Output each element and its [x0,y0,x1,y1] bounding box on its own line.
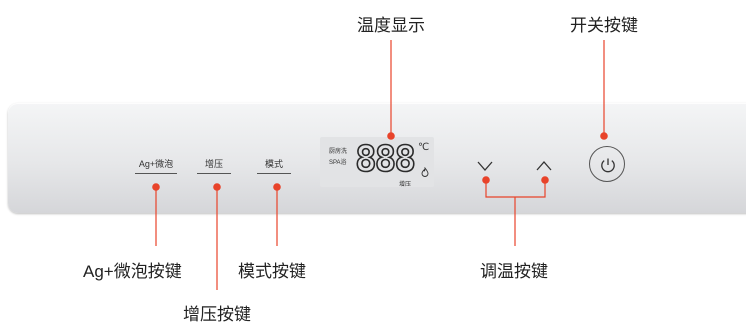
callout-dot-ag [152,183,160,191]
callout-dot-boost [213,183,221,191]
callout-mode: 模式按键 [238,262,306,281]
callout-dot-temp-up [541,176,549,184]
callout-temp-display: 温度显示 [357,16,425,35]
celsius-unit: ℃ [418,142,430,153]
ag-button-underline [135,173,177,174]
temperature-display [320,137,434,187]
callout-dot-mode [273,183,281,191]
callout-dot-temp-down [482,176,490,184]
callout-dot-power [600,132,608,140]
callout-power: 开关按键 [570,16,638,35]
mode-kitchen-indicator: 厨房洗 [329,149,348,155]
mode-spa-indicator: SPA浴 [329,160,347,166]
power-icon [601,158,615,173]
boost-button-label[interactable]: 增压 [204,159,223,169]
boost-button-underline [197,173,231,174]
callout-temp-adjust: 调温按键 [480,262,548,281]
flame-icon [421,167,429,177]
temperature-digits: 888 [354,139,417,181]
callout-ag: Ag+微泡按键 [83,262,182,281]
ag-button-label[interactable]: Ag+微泡 [138,159,174,169]
callout-boost: 增压按键 [183,305,251,324]
callout-dot-temp-display [387,132,395,140]
chevron-up-icon[interactable] [535,160,553,172]
mode-button-underline [257,173,291,174]
boost-indicator: 增压 [399,182,412,188]
chevron-down-icon[interactable] [476,160,494,172]
mode-button-label[interactable]: 模式 [264,159,283,169]
power-button[interactable] [589,146,625,182]
